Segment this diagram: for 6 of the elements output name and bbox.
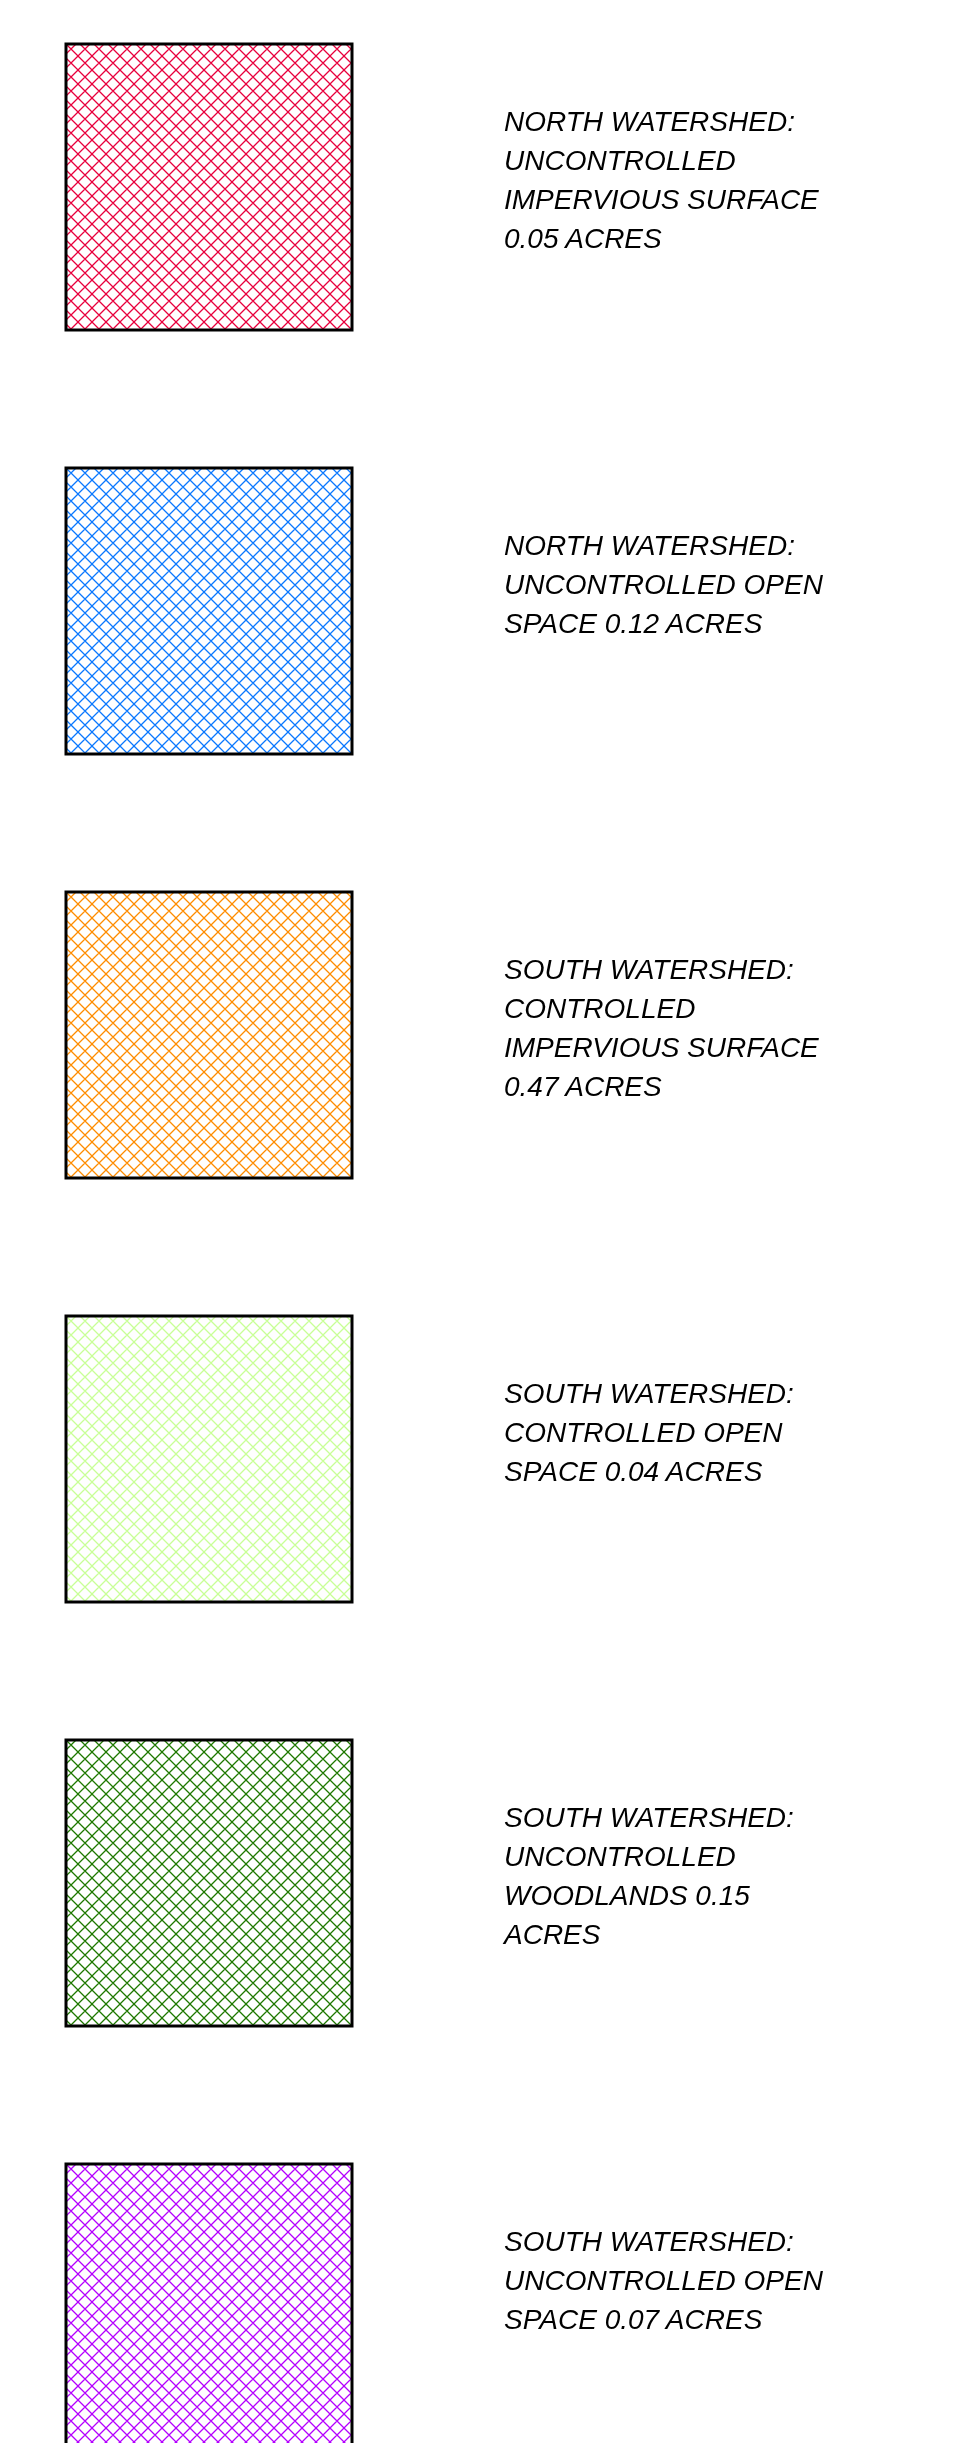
- legend-text: NORTH WATERSHED: UNCONTROLLED OPEN SPACE 0.12 ACRES: [504, 529, 824, 641]
- legend-text: SOUTH WATERSHED: CONTROLLED OPEN SPACE 0.04 ACRES: [504, 1377, 795, 1489]
- legend-text: SOUTH WATERSHED: UNCONTROLLED WOODLANDS 0.15 ACRES: [504, 1801, 795, 1952]
- legend-text: NORTH WATERSHED: UNCONTROLLED IMPERVIOUS SURFACE 0.05 ACRES: [504, 105, 820, 256]
- legend-text: SOUTH WATERSHED: CONTROLLED IMPERVIOUS SURFACE 0.47 ACRES: [504, 953, 820, 1104]
- legend-text: SOUTH WATERSHED: UNCONTROLLED OPEN SPACE 0.07 ACRES: [504, 2225, 824, 2337]
